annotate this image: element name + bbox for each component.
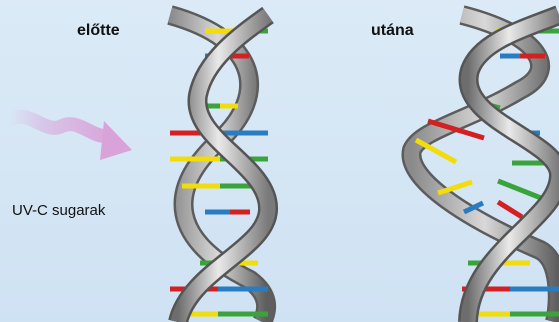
- uv-ray-arrow: [10, 117, 132, 160]
- dna-helix-before: [170, 15, 268, 322]
- label-before: előtte: [77, 22, 120, 40]
- dna-helix-after: [411, 15, 559, 322]
- label-after: utána: [371, 22, 414, 40]
- label-uv-rays: UV-C sugarak: [12, 202, 105, 219]
